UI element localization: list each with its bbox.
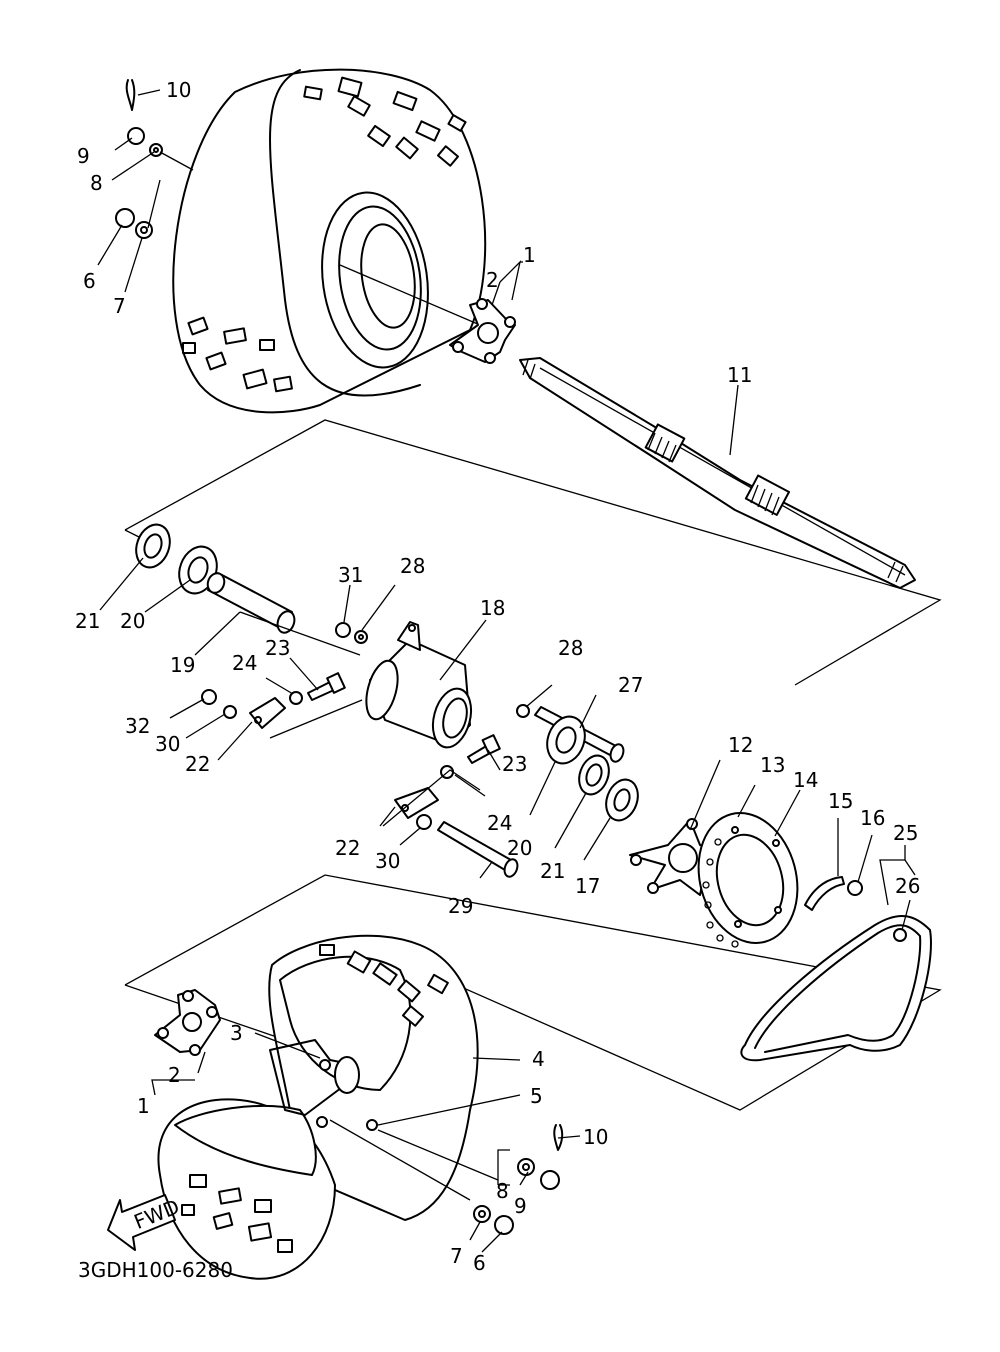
lower-wheel-hub [154,989,221,1056]
callout-17: 17 [575,874,600,898]
callout-16: 16 [860,806,885,830]
callout-27: 27 [618,673,643,697]
callout-19: 19 [170,653,195,677]
callout-23-lower: 23 [502,752,527,776]
callout-1-lower: 1 [137,1094,150,1118]
wheel-fasteners [115,79,564,1235]
callout-labels: 10 9 8 6 7 1 2 11 21 20 19 31 28 18 28 2… [75,78,920,1275]
callout-6-lower: 6 [473,1251,486,1275]
callout-10-lower: 10 [583,1125,608,1149]
callout-22-upper: 22 [185,752,210,776]
callout-2-upper: 2 [486,268,499,292]
callout-24-upper: 24 [232,651,257,675]
callout-10-upper: 10 [166,78,191,102]
callout-21-left: 21 [75,609,100,633]
sprocket-teeth [702,838,739,948]
callout-9-lower: 9 [514,1194,527,1218]
callout-28-right: 28 [558,636,583,660]
upper-wheel-hub [449,298,516,364]
callout-26: 26 [895,874,920,898]
callout-21-right: 21 [540,859,565,883]
callout-7-lower: 7 [450,1244,463,1268]
tread-blocks-upper [182,76,467,393]
callout-30-lower: 30 [375,849,400,873]
callout-22-lower: 22 [335,836,360,860]
sprocket-drive-parts [629,812,932,1062]
tread-blocks-lower [181,944,449,1253]
callout-31: 31 [338,563,363,587]
callout-23-upper: 23 [265,636,290,660]
callout-30-upper: 30 [155,732,180,756]
callout-1-upper: 1 [523,243,536,267]
callout-2-lower: 2 [168,1063,181,1087]
callout-13: 13 [760,753,785,777]
callout-8-upper: 8 [90,171,103,195]
lower-rear-tire [157,934,479,1280]
callout-5: 5 [530,1084,543,1108]
callout-24-lower: 24 [487,811,512,835]
callout-28-upper: 28 [400,554,425,578]
upper-rear-tire [172,68,487,414]
rear-axle [519,357,916,589]
callout-32: 32 [125,714,150,738]
callout-11: 11 [727,363,752,387]
callout-14: 14 [793,768,818,792]
callout-15: 15 [828,789,853,813]
callout-8-lower: 8 [496,1179,509,1203]
leader-lines [97,89,916,1253]
callout-18: 18 [480,596,505,620]
callout-9-upper: 9 [77,144,90,168]
callout-6-upper: 6 [83,269,96,293]
callout-4: 4 [532,1047,545,1071]
callout-12: 12 [728,733,753,757]
callout-7-upper: 7 [113,294,126,318]
forward-direction-arrow: FWD [107,1194,183,1251]
callout-3: 3 [230,1021,243,1045]
axle-housing-parts [135,523,639,878]
callout-20-left: 20 [120,609,145,633]
drawing-code: 3GDH100-6280 [78,1258,233,1282]
callout-20-right: 20 [507,836,532,860]
callout-25: 25 [893,821,918,845]
callout-29: 29 [448,894,473,918]
